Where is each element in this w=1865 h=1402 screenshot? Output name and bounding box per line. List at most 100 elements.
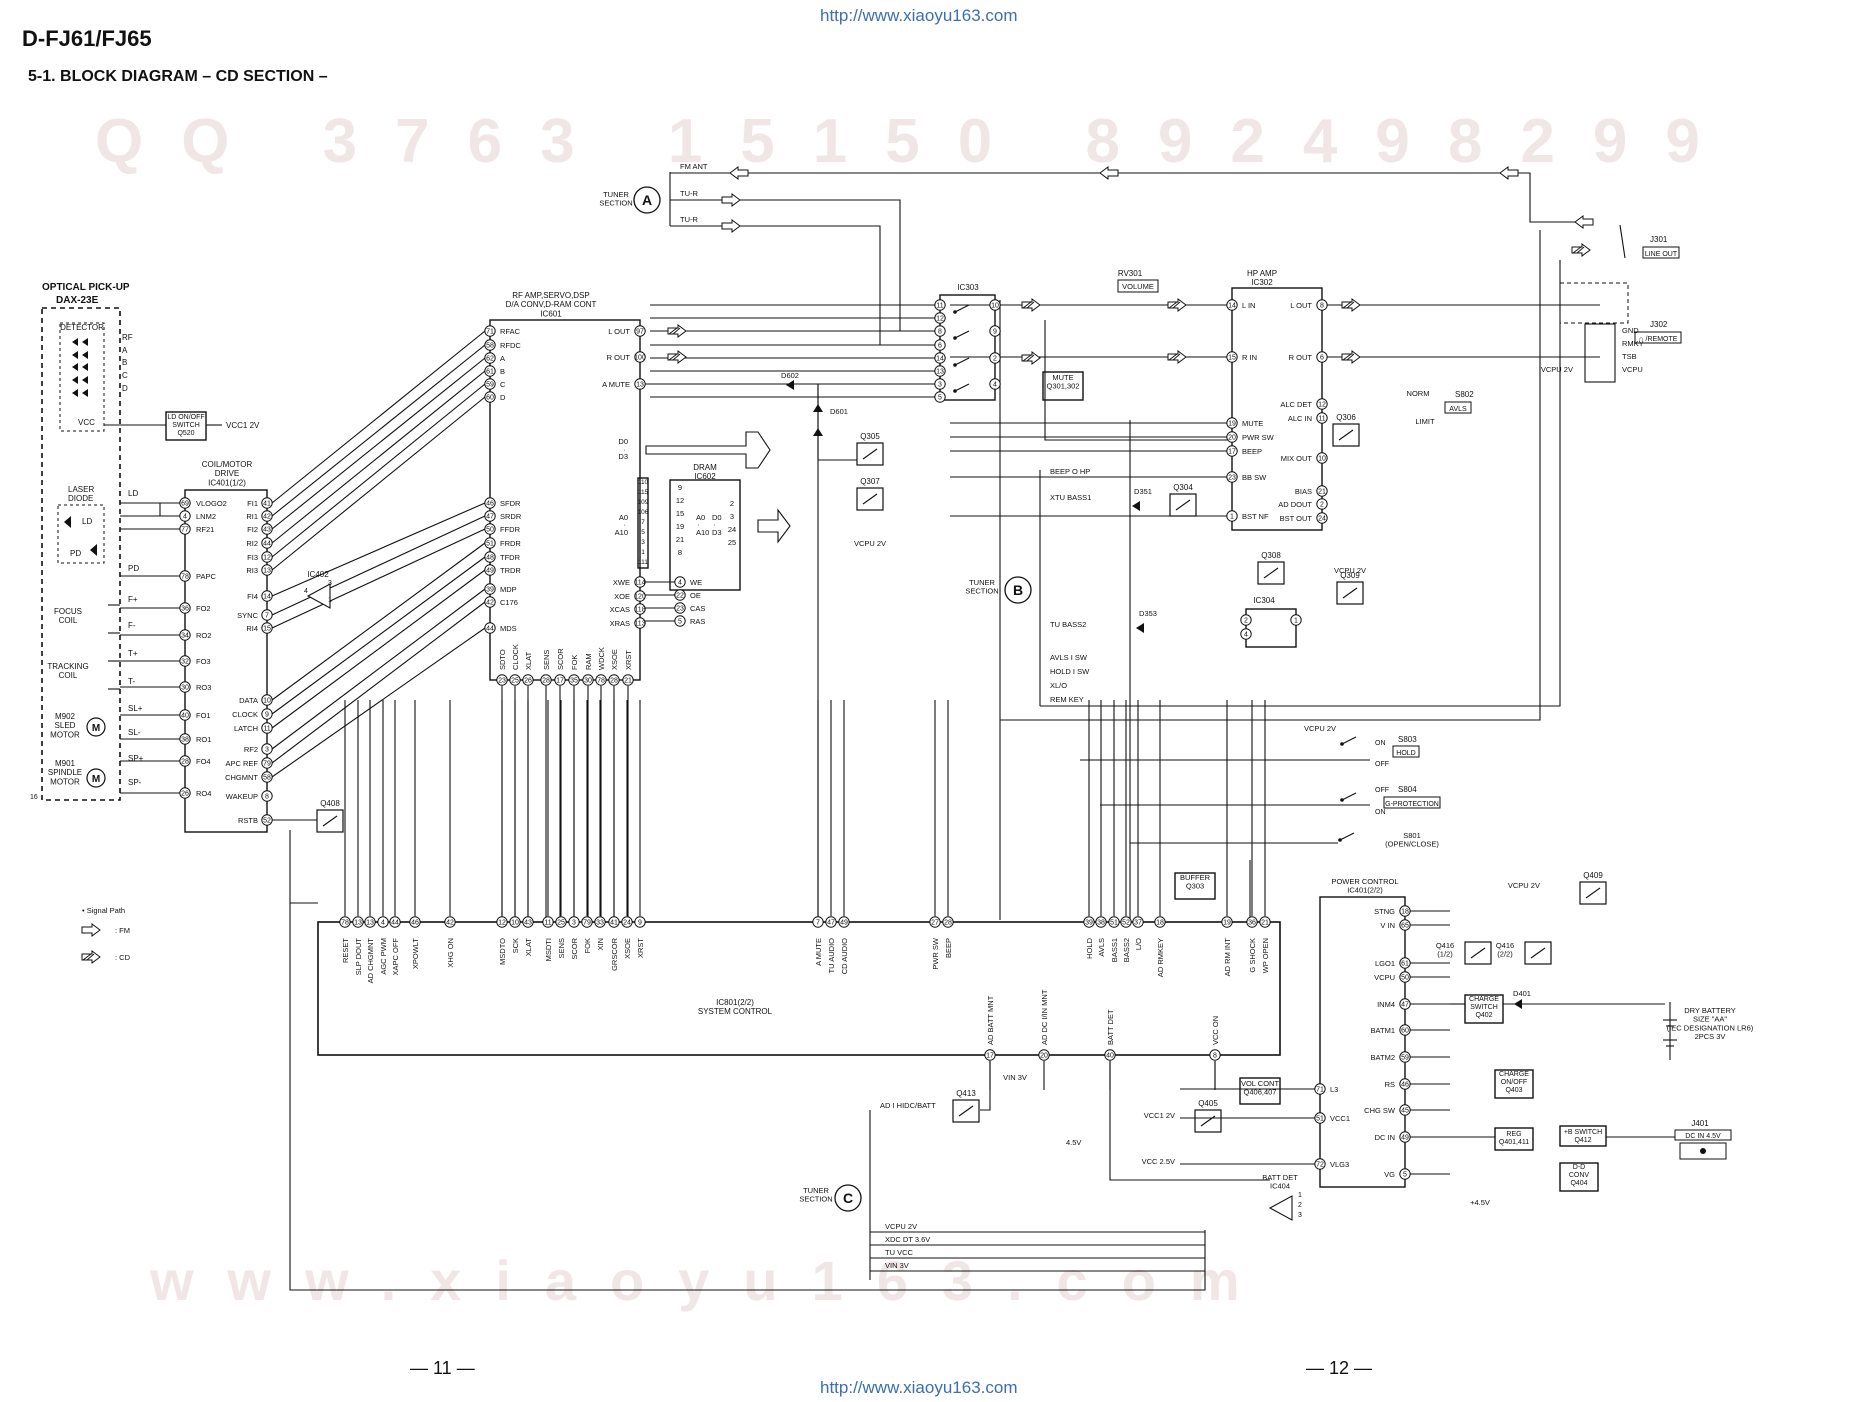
ic601-pin-39	[484, 583, 496, 595]
dcin-tag	[1674, 1129, 1732, 1141]
pin-number: 46	[411, 920, 419, 927]
ic401-pin-12	[261, 551, 273, 563]
pin-number: 19	[1223, 920, 1231, 927]
q416b-label: Q416(2/2)	[1496, 941, 1514, 959]
tuner-a-badge-letter: A	[642, 192, 652, 208]
ic401b-rsig-INM4: INM4	[1377, 1000, 1395, 1009]
pin-number: 59	[1401, 1055, 1409, 1062]
ic302-rsig-ALCDET: ALC DET	[1280, 400, 1312, 409]
ic401b-lpin-51	[1314, 1112, 1326, 1124]
ic801-pin-RESET	[339, 916, 351, 928]
ic801-sig-SLPDOUT: SLP DOUT	[354, 938, 363, 976]
tuner-c-line-0: VCPU 2V	[885, 1222, 917, 1231]
ic303-lpin-11	[934, 299, 946, 311]
ic801-pin-GRSCOR	[608, 916, 620, 928]
cd-hatch	[1026, 301, 1035, 309]
coil-pin-sp_minus: SP-	[128, 778, 142, 787]
pin-number: 46	[486, 501, 494, 508]
ic302-rsig-ALCIN: ALC IN	[1288, 414, 1312, 423]
ic401b-lsig-L3: L3	[1330, 1085, 1338, 1094]
ic601-pin-13	[634, 378, 646, 390]
ic601-sig-RFAC: RFAC	[500, 327, 521, 336]
ic401-pin-69	[179, 497, 191, 509]
ic601-pin-114	[634, 576, 646, 588]
ic601-bsig-XLAT: XLAT	[524, 651, 533, 670]
ic602-rpin-3: 3	[730, 512, 734, 521]
batt-mnt	[980, 1061, 991, 1111]
ic302-lsig-LIN: L IN	[1242, 301, 1255, 310]
ic302-lpin-15	[1226, 351, 1238, 363]
ic401-pin-4	[179, 510, 191, 522]
ic303-lpin-3	[934, 378, 946, 390]
ic801-sig-XAPCOFF: XAPC OFF	[391, 938, 400, 976]
ic601-pin-42	[484, 596, 496, 608]
fm-arrow-tur2	[721, 219, 741, 233]
ic801-pin-SCK	[509, 916, 521, 928]
d401-diode	[1514, 999, 1522, 1009]
q309-transistor-label: Q309	[1340, 571, 1360, 580]
ld-switch-block	[165, 411, 207, 441]
ic401-sig-RI2: RI2	[246, 539, 258, 548]
pickup-pin-b: B	[122, 358, 127, 367]
pin-number: 6	[938, 343, 942, 350]
tuner-c-badge-letter: C	[843, 1190, 853, 1206]
ic801-sig-TUAUDIO: TU AUDIO	[827, 938, 836, 974]
pin-number: 42	[446, 920, 454, 927]
ic401-pin-78	[179, 570, 191, 582]
hold-tag	[1392, 745, 1420, 758]
ic401-sig-FI4: FI4	[247, 592, 258, 601]
d351-diode	[1132, 501, 1140, 511]
servo-wire	[271, 515, 486, 616]
fm-arrow-tur1	[721, 193, 741, 207]
pin-number: 1	[1230, 514, 1234, 521]
laser-diode-ld	[64, 516, 71, 528]
ic601-pin-58	[484, 339, 496, 351]
pin-number: 38	[181, 737, 189, 744]
pin-number: 46	[1401, 1082, 1409, 1089]
ic601-sig-FFDR: FFDR	[500, 525, 521, 534]
pin-number: 7	[816, 920, 820, 927]
d601-diode-b	[813, 428, 823, 436]
dcin-jack	[1679, 1142, 1727, 1160]
ic303-switch	[954, 304, 970, 313]
watermark-layer: QQ 3763 15150 892498299 www.xiaoyu163.co…	[95, 107, 1700, 1312]
ic601-sig-FRDR: FRDR	[500, 539, 521, 548]
source-url-bottom[interactable]: http://www.xiaoyu163.com	[820, 1378, 1018, 1397]
ic801-bpin-40	[1104, 1049, 1116, 1061]
pin-number: 4	[183, 514, 187, 521]
ic401-sig-WAKEUP: WAKEUP	[226, 792, 258, 801]
ic801-sig-XPOWLT: XPOWLT	[411, 938, 420, 970]
d602-diode	[786, 380, 794, 390]
ic401-sig-FI1: FI1	[247, 499, 258, 508]
q306-transistor-sym	[1338, 429, 1354, 441]
section-title: 5-1. BLOCK DIAGRAM – CD SECTION –	[28, 68, 328, 85]
ic601-bus-pin-110: 110	[638, 479, 649, 486]
ic601-sig-XWE: XWE	[613, 578, 630, 587]
ic401-sig-RF2: RF2	[244, 745, 258, 754]
pin-number: 17	[1228, 449, 1236, 456]
ic601-sig-C: C	[500, 380, 506, 389]
ic304-block	[1245, 608, 1297, 648]
pickup-outline	[41, 307, 121, 801]
cd-hatch	[1168, 301, 1178, 309]
coil-pin-sl_minus: SL-	[128, 728, 141, 737]
q307-transistor-label: Q307	[860, 477, 880, 486]
switch-dot	[1340, 798, 1344, 802]
ic601-pin-51	[484, 537, 496, 549]
pin-number: 2	[1320, 502, 1324, 509]
ic801-pin-XLAT	[522, 916, 534, 928]
pin-number: 49	[1401, 1135, 1409, 1142]
ic801-pin-L/O	[1132, 916, 1144, 928]
ic401-sig-FO2: FO2	[196, 604, 211, 613]
ic302-rpin-11	[1316, 412, 1328, 424]
switch-dot	[1338, 838, 1342, 842]
detector-diode	[82, 389, 88, 397]
ic801-sig-FOK: FOK	[583, 938, 592, 953]
source-url-top[interactable]: http://www.xiaoyu163.com	[820, 6, 1018, 25]
pin-number: 10	[991, 303, 999, 310]
ic801-sig-MSDTI: MSDTI	[544, 938, 553, 961]
